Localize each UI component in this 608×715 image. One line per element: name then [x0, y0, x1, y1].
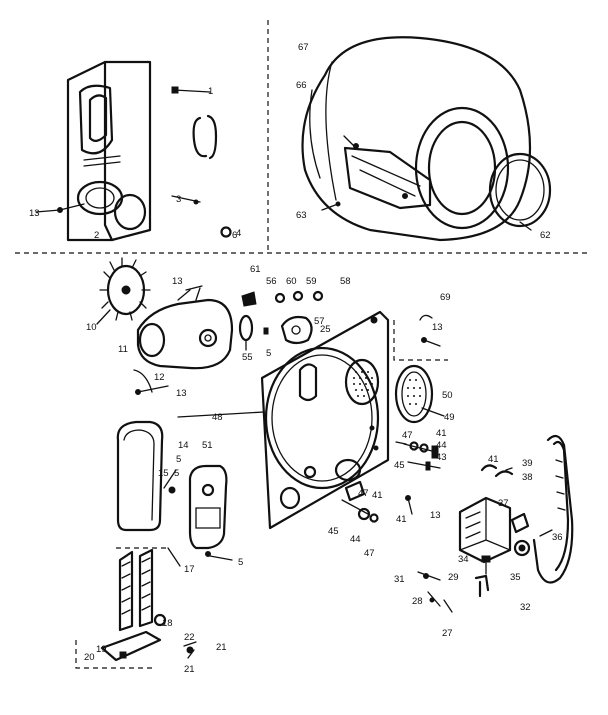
callout-45b: 45: [328, 526, 339, 537]
leader-lines: [35, 135, 553, 537]
callout-15: 15: [158, 468, 169, 479]
blower-housing: [136, 285, 234, 370]
callout-2: 2: [94, 230, 99, 241]
section-dividers: [15, 20, 590, 254]
callout-13a: 13: [29, 208, 40, 219]
idler-hardware: [417, 571, 490, 613]
blower-wheel: [99, 257, 151, 321]
callout-19: 19: [96, 644, 107, 655]
callout-27: 27: [442, 628, 453, 639]
callout-49: 49: [444, 412, 455, 423]
callout-labels: 1 2 3 4 5 5 5 5 6 10 11 12 13 13 13 13 1…: [29, 42, 563, 675]
bulkhead-screen-dots: [353, 371, 373, 397]
drive-belt: [532, 434, 574, 584]
callout-5b: 5: [176, 454, 181, 465]
callout-63: 63: [296, 210, 307, 221]
callout-44b: 44: [350, 534, 361, 545]
callout-17: 17: [184, 564, 195, 575]
callout-35: 35: [510, 572, 521, 583]
callout-43: 43: [436, 452, 447, 463]
rear-bulkhead: [260, 310, 390, 530]
callout-3: 3: [176, 194, 181, 205]
callout-36: 36: [552, 532, 563, 543]
callout-41a: 41: [436, 428, 447, 439]
callout-6: 6: [232, 230, 237, 241]
callout-25: 25: [320, 324, 331, 335]
lower-hardware: [341, 480, 413, 523]
callout-59: 59: [306, 276, 317, 287]
callout-47b: 47: [358, 488, 369, 499]
callout-47a: 47: [402, 430, 413, 441]
callout-41b: 41: [488, 454, 499, 465]
drum: [301, 36, 532, 242]
callout-13c: 13: [176, 388, 187, 399]
callout-34: 34: [458, 554, 469, 565]
callout-1: 1: [208, 86, 213, 97]
callout-18: 18: [162, 618, 173, 629]
callout-56: 56: [266, 276, 277, 287]
callout-21a: 21: [216, 642, 227, 653]
heater-element-17: [116, 547, 181, 632]
callout-57: 57: [314, 316, 325, 327]
callout-11: 11: [118, 344, 128, 355]
callout-20: 20: [84, 652, 95, 663]
callout-5c: 5: [238, 557, 243, 568]
callout-39: 39: [522, 458, 533, 469]
duct-14: [116, 369, 177, 532]
front-hardware: [171, 195, 232, 238]
callout-29: 29: [448, 572, 459, 583]
callout-12: 12: [154, 372, 165, 383]
front-bulkhead: [57, 60, 152, 242]
front-seal-small: [171, 86, 218, 160]
callout-4: 4: [236, 228, 241, 239]
callout-45a: 45: [394, 460, 405, 471]
clips-39: [480, 464, 514, 478]
drum-screw: [321, 201, 341, 211]
callout-32: 32: [520, 602, 531, 613]
callout-66: 66: [296, 80, 307, 91]
lint-filter: [393, 314, 448, 424]
callout-51: 51: [202, 440, 213, 451]
callout-48: 48: [212, 412, 223, 423]
callout-50: 50: [442, 390, 453, 401]
callout-58: 58: [340, 276, 351, 287]
switch-parts: [238, 290, 324, 351]
callout-28: 28: [412, 596, 423, 607]
heater-box-51: [188, 464, 233, 561]
drum-rear-seal: [488, 152, 552, 228]
callout-5d: 5: [174, 468, 179, 479]
callout-47c: 47: [364, 548, 375, 559]
callout-38: 38: [522, 472, 533, 483]
callout-41d: 41: [396, 514, 407, 525]
callout-13e: 13: [430, 510, 441, 521]
callout-67: 67: [298, 42, 309, 53]
callout-31: 31: [394, 574, 405, 585]
callout-41c: 41: [372, 490, 383, 501]
bearing-hardware: [403, 441, 441, 471]
callout-44a: 44: [436, 440, 447, 451]
callout-5a: 5: [266, 348, 271, 359]
callout-13b: 13: [172, 276, 183, 287]
callout-62: 62: [540, 230, 551, 241]
callout-69: 69: [440, 292, 451, 303]
callout-21b: 21: [184, 664, 195, 675]
heater-base-20: [75, 613, 197, 669]
callout-61: 61: [250, 264, 261, 275]
callout-10: 10: [86, 322, 97, 333]
motor: [458, 496, 531, 575]
callout-13d: 13: [432, 322, 443, 333]
callout-22: 22: [184, 632, 195, 643]
callout-55: 55: [242, 352, 253, 363]
callout-60: 60: [286, 276, 297, 287]
callout-37: 37: [498, 498, 509, 509]
callout-14: 14: [178, 440, 189, 451]
